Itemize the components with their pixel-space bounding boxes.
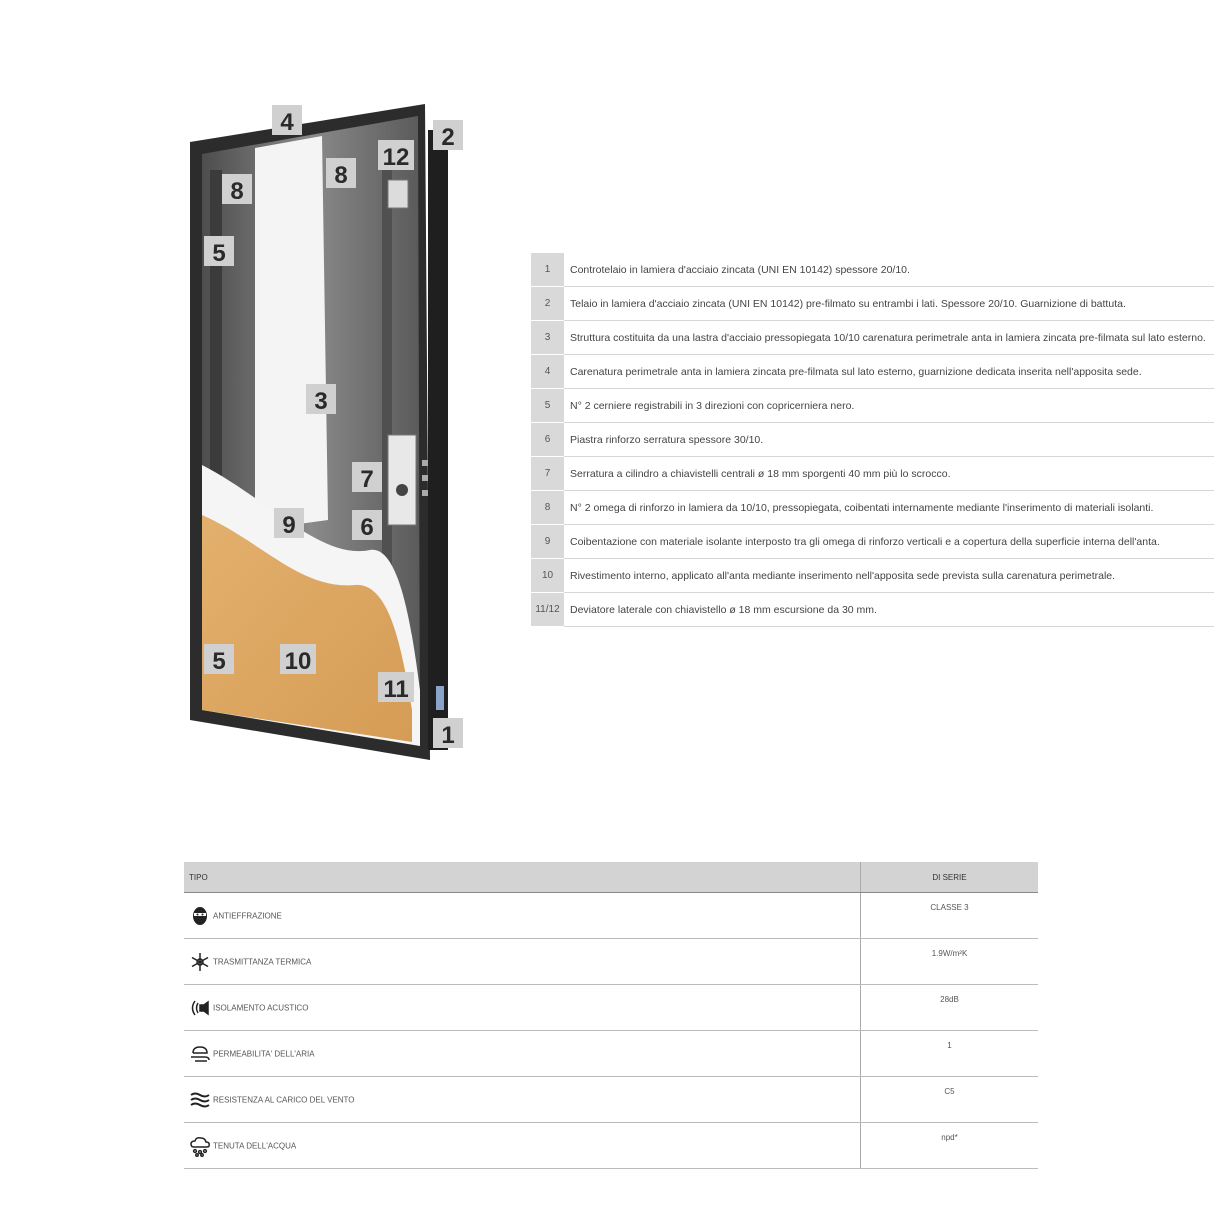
table-row: TRASMITTANZA TERMICA 1.9W/m²K — [184, 938, 1038, 985]
callout-label: 1 — [441, 722, 454, 749]
column-header-standard: DI SERIE — [860, 862, 1038, 893]
property-label: ANTIEFFRAZIONE — [213, 911, 282, 920]
component-number: 7 — [531, 456, 564, 491]
door-cutaway-illustration: 4 2 12 8 8 5 3 7 9 6 5 10 11 1 — [150, 90, 480, 770]
callout-2: 2 — [433, 120, 463, 151]
property-value: 1.9W/m²K — [860, 938, 1038, 985]
callout-label: 5 — [212, 240, 225, 267]
callout-label: 8 — [230, 178, 243, 205]
property-label: TRASMITTANZA TERMICA — [213, 957, 312, 966]
callout-label: 6 — [360, 514, 373, 541]
component-description: Carenatura perimetrale anta in lamiera z… — [564, 354, 1214, 389]
callout-label: 9 — [282, 512, 295, 539]
component-number: 4 — [531, 354, 564, 389]
component-number: 9 — [531, 524, 564, 559]
table-row: RESISTENZA AL CARICO DEL VENTO C5 — [184, 1076, 1038, 1123]
burglar-mask-icon — [189, 905, 211, 927]
component-number: 8 — [531, 490, 564, 525]
callout-8-left: 8 — [222, 174, 252, 205]
callout-6: 6 — [352, 510, 382, 541]
property-value: 28dB — [860, 984, 1038, 1031]
callout-12: 12 — [378, 140, 414, 171]
table-row: PERMEABILITA' DELL'ARIA 1 — [184, 1030, 1038, 1077]
table-header-row: TIPO DI SERIE — [184, 862, 1038, 893]
table-row: ANTIEFFRAZIONE CLASSE 3 — [184, 892, 1038, 939]
callout-label: 3 — [314, 388, 327, 415]
table-row: TENUTA DELL'ACQUA npd* — [184, 1122, 1038, 1169]
component-number: 11/12 — [531, 592, 564, 627]
callout-3: 3 — [306, 384, 336, 415]
callout-5-top: 5 — [204, 236, 234, 267]
foam-panel — [255, 136, 328, 530]
lock-case — [387, 434, 417, 526]
callout-label: 7 — [360, 466, 373, 493]
callout-4: 4 — [272, 105, 302, 136]
callout-10: 10 — [280, 644, 316, 675]
callout-label: 12 — [383, 144, 410, 171]
column-header-type: TIPO — [184, 862, 861, 893]
rain-cloud-icon — [189, 1135, 211, 1157]
property-value: CLASSE 3 — [860, 892, 1038, 939]
wood-lining — [202, 515, 412, 742]
component-number: 2 — [531, 286, 564, 321]
wind-waves-icon — [189, 1089, 211, 1111]
callout-label: 4 — [280, 109, 294, 136]
air-flow-icon — [189, 1043, 211, 1065]
callout-11: 11 — [378, 672, 414, 703]
callout-8-right: 8 — [326, 158, 356, 189]
callout-label: 10 — [285, 648, 312, 675]
property-label: ISOLAMENTO ACUSTICO — [213, 1003, 309, 1012]
performance-table: TIPO DI SERIE ANTIEFFRAZIONE CLASSE 3 TR… — [184, 862, 1038, 1169]
callout-label: 11 — [383, 676, 408, 703]
component-number: 3 — [531, 320, 564, 355]
property-value: npd* — [860, 1122, 1038, 1169]
table-row: ISOLAMENTO ACUSTICO 28dB — [184, 984, 1038, 1031]
component-number: 5 — [531, 388, 564, 423]
callout-label: 2 — [441, 124, 454, 151]
property-label: PERMEABILITA' DELL'ARIA — [213, 1049, 315, 1058]
component-number: 10 — [531, 558, 564, 593]
component-description: Coibentazione con materiale isolante int… — [564, 524, 1214, 559]
component-description: N° 2 cerniere registrabili in 3 direzion… — [564, 388, 1214, 423]
component-description: Piastra rinforzo serratura spessore 30/1… — [564, 422, 1214, 457]
property-value: C5 — [860, 1076, 1038, 1123]
component-description: Deviatore laterale con chiavistello ø 18… — [564, 592, 1214, 627]
component-description: Telaio in lamiera d'acciaio zincata (UNI… — [564, 286, 1214, 321]
callout-5-bottom: 5 — [204, 644, 234, 675]
component-description: Serratura a cilindro a chiavistelli cent… — [564, 456, 1214, 491]
sound-waves-icon — [189, 997, 211, 1019]
component-description: N° 2 omega di rinforzo in lamiera da 10/… — [564, 490, 1214, 525]
callout-1: 1 — [433, 718, 463, 749]
component-description: Struttura costituita da una lastra d'acc… — [564, 320, 1214, 355]
callout-7: 7 — [352, 462, 382, 493]
component-description: Rivestimento interno, applicato all'anta… — [564, 558, 1214, 593]
door-edge — [428, 130, 448, 750]
callout-9: 9 — [274, 508, 304, 539]
component-number: 1 — [531, 253, 564, 287]
property-label: TENUTA DELL'ACQUA — [213, 1141, 297, 1150]
property-label: RESISTENZA AL CARICO DEL VENTO — [213, 1095, 355, 1104]
callout-label: 5 — [212, 648, 225, 675]
callout-label: 8 — [334, 162, 347, 189]
property-value: 1 — [860, 1030, 1038, 1077]
component-description: Controtelaio in lamiera d'acciaio zincat… — [564, 253, 1214, 287]
snowflake-sun-icon — [189, 951, 211, 973]
component-number: 6 — [531, 422, 564, 457]
